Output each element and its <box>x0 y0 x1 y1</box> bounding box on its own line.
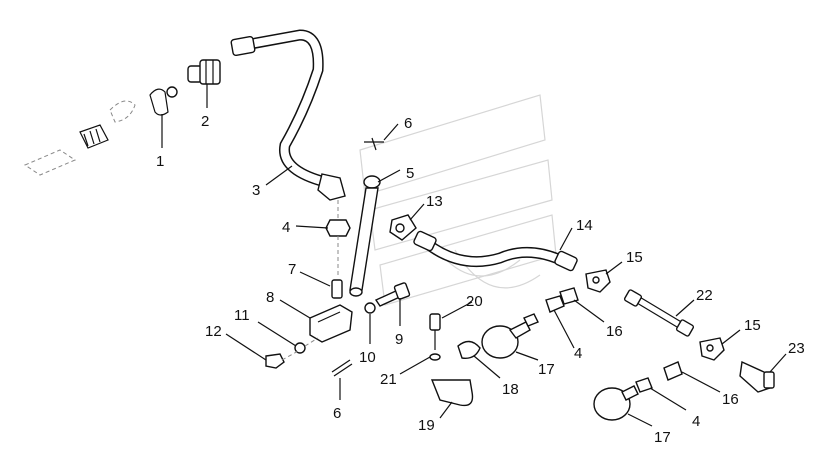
watermark-logo <box>359 94 557 306</box>
callout-17b: 17 <box>654 429 671 446</box>
callout-22: 22 <box>696 287 713 304</box>
callout-23: 23 <box>788 340 805 357</box>
callout-9: 9 <box>395 331 403 348</box>
part-rod-5 <box>349 137 384 297</box>
callout-10: 10 <box>359 349 376 366</box>
callout-12: 12 <box>205 323 222 340</box>
callout-8: 8 <box>266 289 274 306</box>
callout-1: 1 <box>156 153 164 170</box>
callout-5: 5 <box>406 165 414 182</box>
callout-11: 11 <box>234 307 250 324</box>
part-pipe-22 <box>623 289 695 337</box>
part-hose-3 <box>230 29 346 201</box>
callout-6b: 6 <box>333 405 341 422</box>
part-connector-left <box>23 86 178 176</box>
part-tee-15a <box>585 269 611 293</box>
part-tee-15b <box>699 337 775 393</box>
part-nut-4a <box>325 200 351 275</box>
callout-15b: 15 <box>744 317 761 334</box>
callout-labels: 1 2 3 4 4 4 5 6 6 7 8 9 10 11 12 13 14 1… <box>156 113 805 446</box>
part-fittings-mid <box>545 287 579 313</box>
callout-15a: 15 <box>626 249 643 266</box>
part-accumulator-17b <box>593 361 683 421</box>
callout-3: 3 <box>252 182 260 199</box>
part-bolt-9 <box>364 282 411 314</box>
callout-6a: 6 <box>404 115 412 132</box>
leader-lines <box>161 84 787 427</box>
callout-19: 19 <box>418 417 435 434</box>
callout-4b: 4 <box>574 345 582 362</box>
callout-14: 14 <box>576 217 593 234</box>
callout-21: 21 <box>380 371 397 388</box>
callout-16a: 16 <box>606 323 623 340</box>
part-bracket-8 <box>265 279 353 369</box>
part-fitting-2 <box>187 59 221 85</box>
callout-13: 13 <box>426 193 443 210</box>
callout-4a: 4 <box>282 219 290 236</box>
callout-20: 20 <box>466 293 483 310</box>
part-pin-6b <box>331 359 353 377</box>
callout-7: 7 <box>288 261 296 278</box>
callout-18: 18 <box>502 381 519 398</box>
part-clamp-18 <box>429 313 481 407</box>
callout-4c: 4 <box>692 413 700 430</box>
part-elbow-13 <box>389 214 417 241</box>
callout-16b: 16 <box>722 391 739 408</box>
part-accumulator-17a <box>481 313 539 359</box>
callout-17a: 17 <box>538 361 555 378</box>
callout-2: 2 <box>201 113 209 130</box>
part-hose-14 <box>413 230 578 272</box>
